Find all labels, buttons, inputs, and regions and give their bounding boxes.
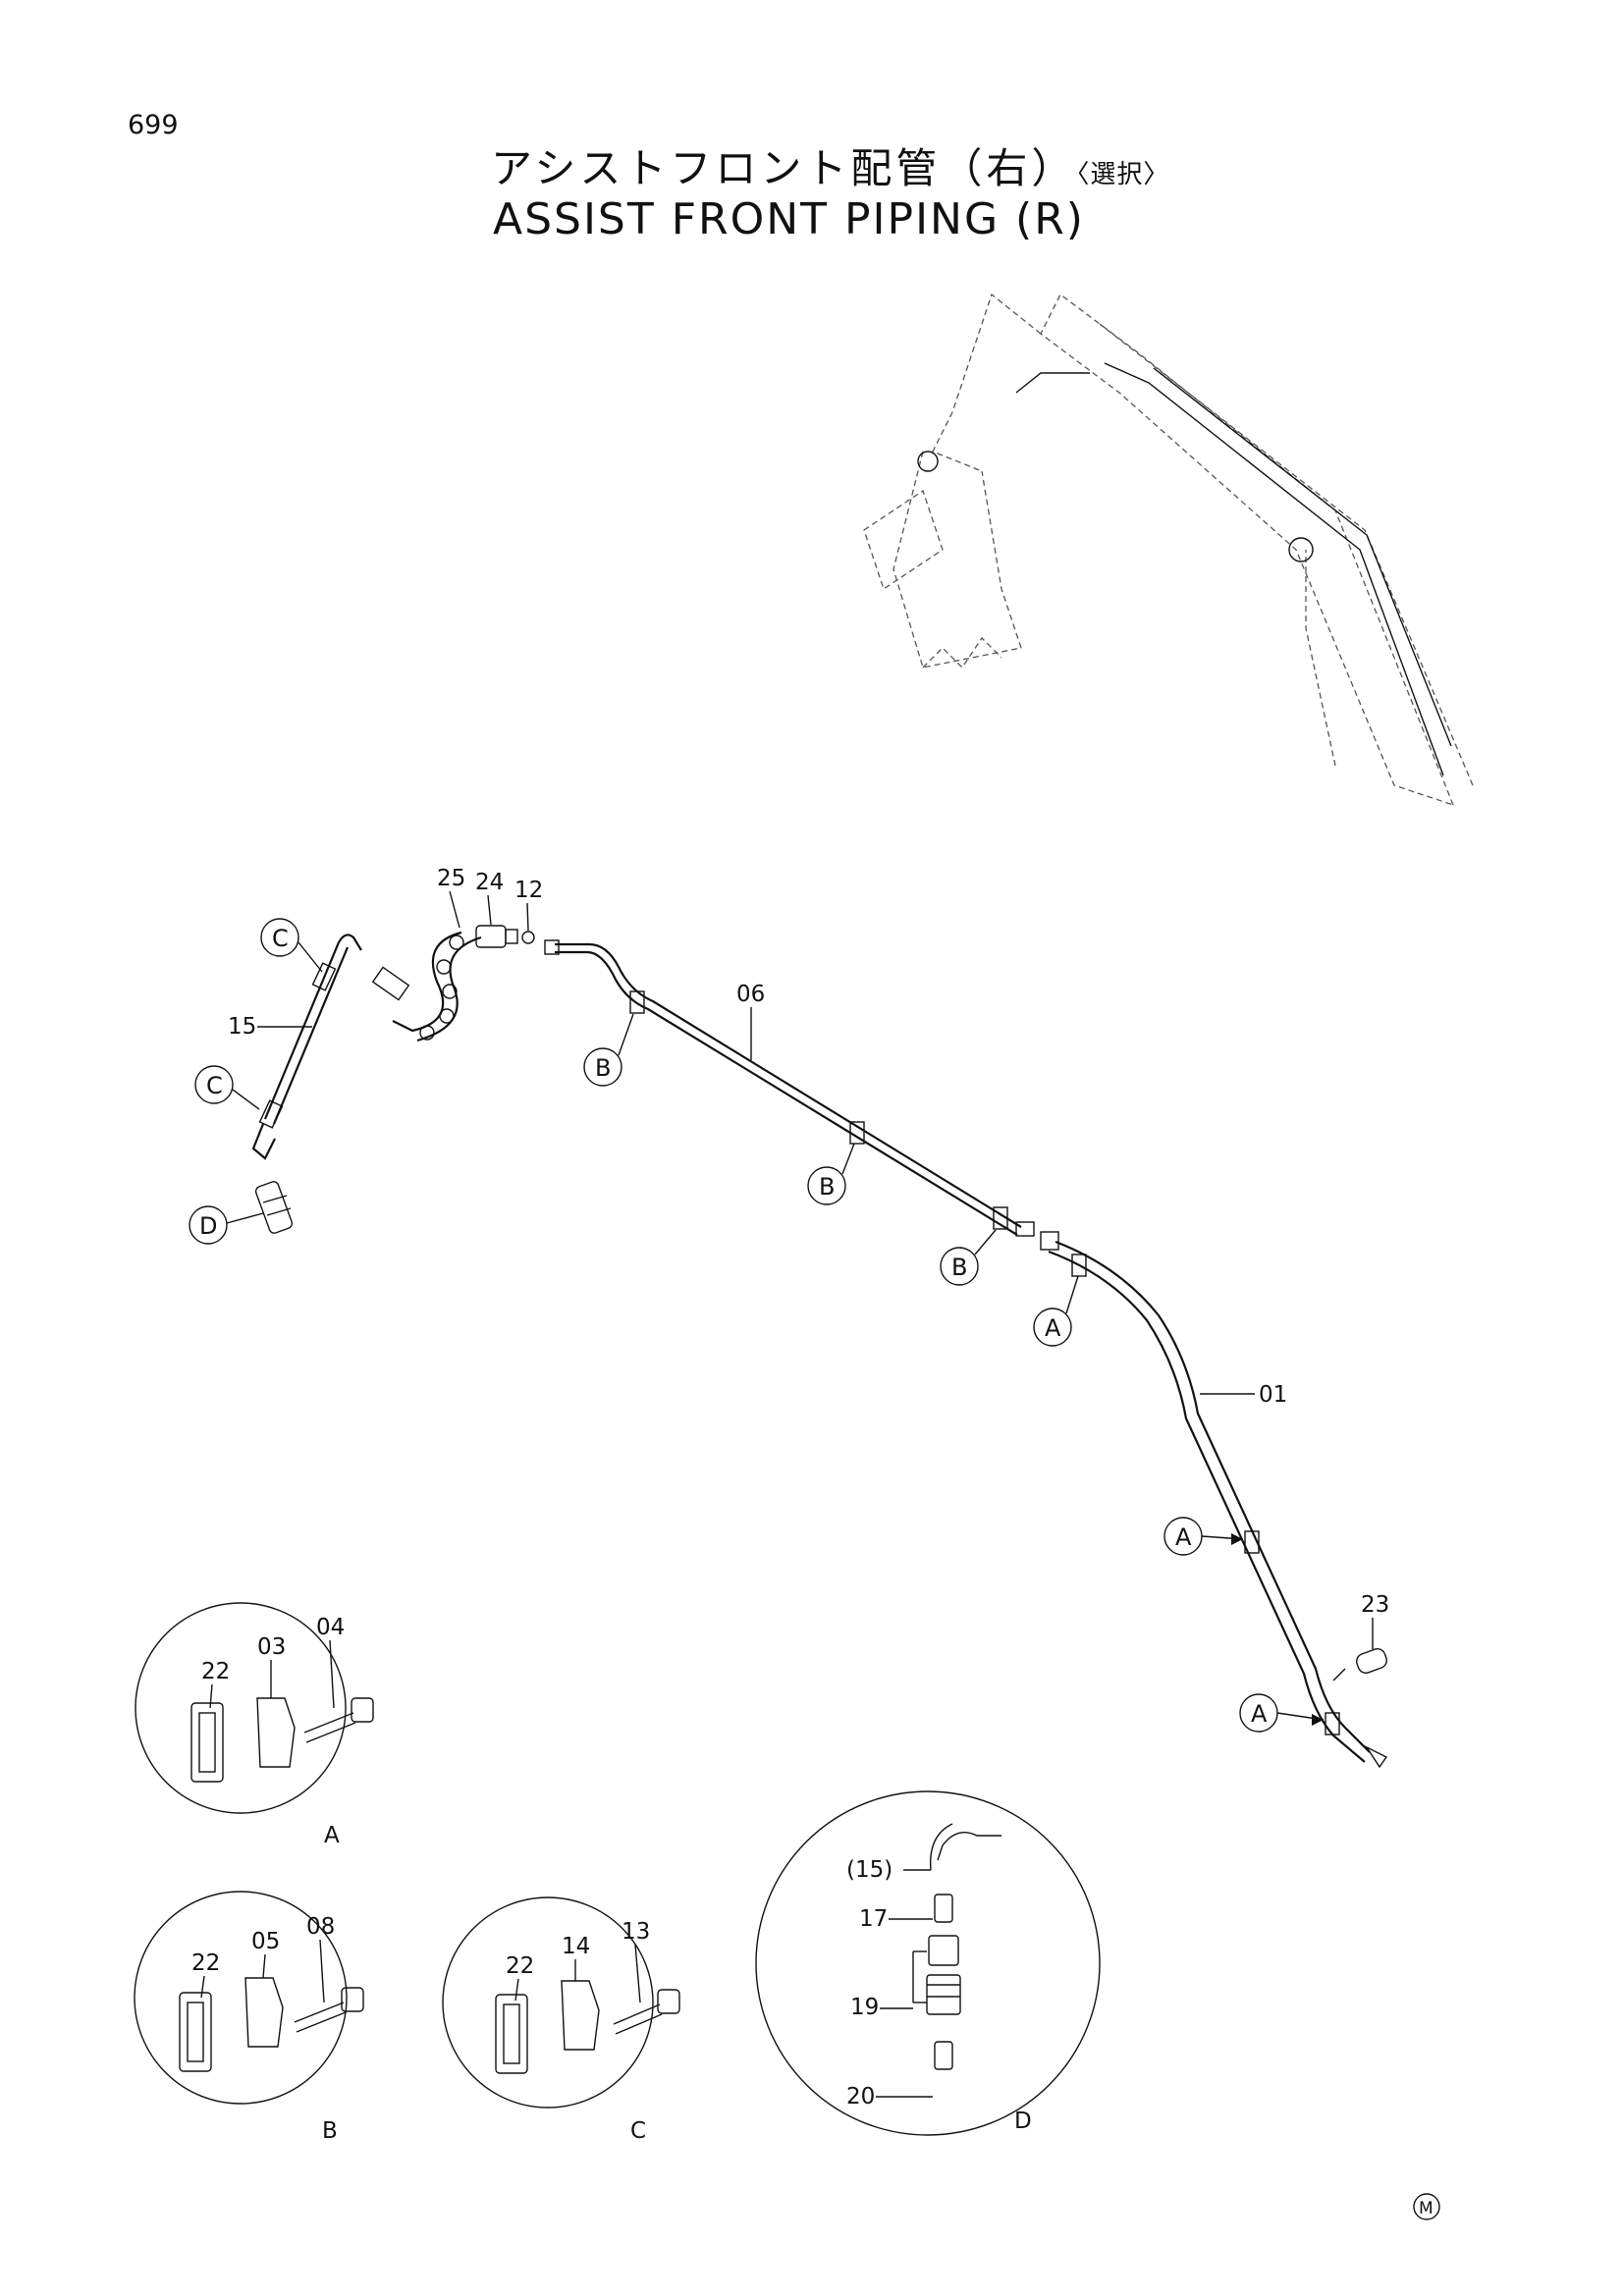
callout-d-text: D bbox=[199, 1212, 217, 1240]
detail-a-part-03: 03 bbox=[257, 1634, 286, 1660]
label-12: 12 bbox=[514, 878, 543, 903]
detail-d-part-20: 20 bbox=[846, 2084, 875, 2109]
detail-d-part-19: 19 bbox=[850, 1995, 879, 2020]
callout-a-1-text: A bbox=[1045, 1314, 1061, 1342]
detail-d: (15) 17 19 20 D bbox=[755, 1790, 1101, 2136]
hose-25 bbox=[371, 925, 518, 1042]
page-number: 699 bbox=[128, 110, 179, 140]
clamp-b-3 bbox=[993, 1206, 1008, 1230]
callout-b-1: B bbox=[583, 1013, 634, 1087]
callout-b-2-text: B bbox=[819, 1173, 835, 1201]
detail-c-part-13: 13 bbox=[622, 1919, 650, 1945]
footer-mark: M bbox=[1413, 2193, 1440, 2220]
callout-c-2: C bbox=[194, 1065, 260, 1110]
footer-mark-text: M bbox=[1419, 2199, 1434, 2218]
callout-b-3-text: B bbox=[951, 1254, 967, 1281]
detail-c: 22 14 13 C bbox=[442, 1896, 680, 2144]
clamp-b-1 bbox=[629, 990, 645, 1014]
pipe-06 bbox=[544, 939, 1035, 1237]
detail-d-name: D bbox=[1014, 2109, 1032, 2134]
detail-b-part-08: 08 bbox=[306, 1914, 335, 1940]
callout-a-2: A bbox=[1163, 1517, 1244, 1556]
detail-a: 22 03 04 A bbox=[135, 1602, 374, 1848]
part-d-fitting bbox=[254, 1181, 294, 1234]
label-23: 23 bbox=[1361, 1592, 1389, 1618]
label-01: 01 bbox=[1259, 1382, 1287, 1408]
callout-d: D bbox=[189, 1205, 264, 1245]
oring-12 bbox=[521, 931, 535, 944]
detail-b-name: B bbox=[322, 2118, 338, 2144]
detail-c-part-22: 22 bbox=[506, 1953, 534, 1979]
clamp-a-2 bbox=[1244, 1530, 1260, 1554]
title-japanese-option: 〈選択〉 bbox=[1076, 160, 1170, 189]
callout-b-2: B bbox=[807, 1143, 855, 1205]
callout-c-1-text: C bbox=[272, 925, 289, 952]
callout-a-1: A bbox=[1033, 1275, 1079, 1347]
clamp-b-2 bbox=[849, 1121, 865, 1145]
pipe-15 bbox=[251, 934, 362, 1160]
title-japanese-main: アシストフロント配管（右） bbox=[491, 144, 1077, 192]
detail-b-part-05: 05 bbox=[251, 1929, 280, 1954]
callout-b-3: B bbox=[940, 1229, 997, 1286]
cap-23 bbox=[1332, 1648, 1387, 1682]
detail-c-part-14: 14 bbox=[562, 1934, 590, 1959]
main-part-labels: 25 24 12 15 06 01 23 bbox=[228, 866, 1389, 1649]
detail-a-name: A bbox=[324, 1823, 340, 1848]
detail-b-part-22: 22 bbox=[191, 1950, 220, 1976]
callout-c-1: C bbox=[260, 918, 323, 973]
callout-a-2-text: A bbox=[1175, 1523, 1192, 1551]
title-japanese: アシストフロント配管（右）〈選択〉 bbox=[491, 135, 1169, 195]
pipe-01 bbox=[1040, 1231, 1388, 1769]
title-english: ASSIST FRONT PIPING (R) bbox=[493, 194, 1085, 244]
callout-b-1-text: B bbox=[595, 1054, 611, 1082]
label-06: 06 bbox=[736, 982, 765, 1007]
callout-a-3: A bbox=[1239, 1693, 1325, 1733]
detail-a-part-04: 04 bbox=[316, 1615, 345, 1640]
label-15: 15 bbox=[228, 1014, 256, 1040]
excavator-front-illustration bbox=[863, 293, 1474, 807]
clamp-a-3 bbox=[1325, 1712, 1340, 1735]
detail-d-part-17: 17 bbox=[859, 1906, 888, 1932]
detail-a-part-22: 22 bbox=[201, 1659, 230, 1684]
label-24: 24 bbox=[475, 870, 504, 895]
callout-a-3-text: A bbox=[1251, 1700, 1268, 1728]
callout-c-2-text: C bbox=[206, 1072, 223, 1099]
detail-d-part-15: (15) bbox=[846, 1857, 893, 1883]
detail-c-name: C bbox=[630, 2118, 646, 2144]
detail-b: 22 05 08 B bbox=[134, 1891, 364, 2144]
clamp-a-1 bbox=[1071, 1254, 1087, 1277]
label-25: 25 bbox=[437, 866, 465, 891]
